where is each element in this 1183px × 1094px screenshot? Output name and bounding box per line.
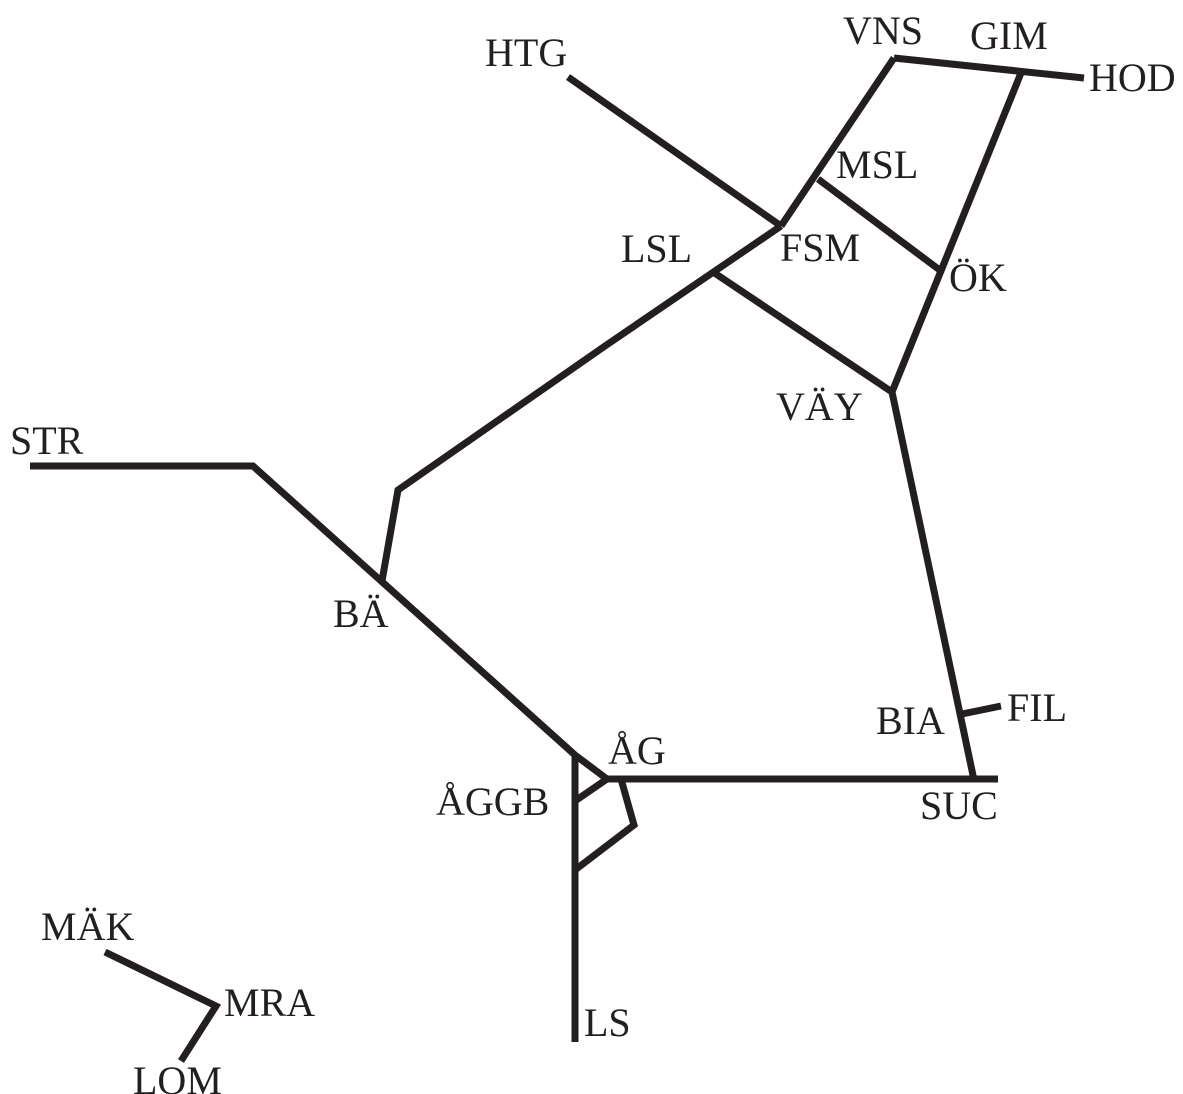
label-hod: HOD: [1089, 55, 1176, 100]
label-htg: HTG: [485, 30, 567, 75]
label-mak: MÄK: [41, 904, 134, 949]
label-ag: ÅG: [608, 728, 666, 773]
label-ls: LS: [584, 1000, 631, 1045]
line-aggb-ag: [573, 776, 609, 804]
line-gim-vay: [888, 71, 1025, 394]
line-vns-fsm: [778, 56, 897, 228]
label-vns: VNS: [843, 8, 923, 53]
line-htg-fsm: [565, 74, 784, 229]
line-msl-ok: [815, 176, 944, 274]
line-triangle: [572, 778, 639, 873]
label-gim: GIM: [970, 13, 1048, 58]
label-bia: BIA: [876, 698, 945, 743]
line-vay-suc: [888, 391, 978, 781]
label-vay: VÄY: [776, 384, 863, 429]
label-str: STR: [10, 418, 84, 463]
station-labels: HTG VNS GIM HOD MSL LSL FSM ÖK VÄY STR B…: [10, 8, 1176, 1094]
line-str-ag: [30, 462, 610, 782]
label-aggb: ÅGGB: [436, 779, 549, 824]
line-mak-mra-lom: [103, 948, 222, 1063]
label-lom: LOM: [133, 1058, 222, 1094]
label-lsl: LSL: [621, 226, 692, 271]
label-fil: FIL: [1007, 685, 1067, 730]
label-msl: MSL: [836, 142, 918, 187]
track-lines: [30, 54, 1085, 1063]
line-vns-hod: [893, 54, 1085, 82]
label-mra: MRA: [224, 980, 315, 1025]
line-lsl-vay: [711, 269, 894, 395]
label-ok: ÖK: [949, 255, 1007, 300]
line-bia-fil: [961, 702, 1002, 718]
label-fsm: FSM: [780, 225, 860, 270]
line-fsm-ba: [378, 223, 783, 582]
label-ba: BÄ: [333, 591, 389, 636]
label-suc: SUC: [920, 783, 998, 828]
